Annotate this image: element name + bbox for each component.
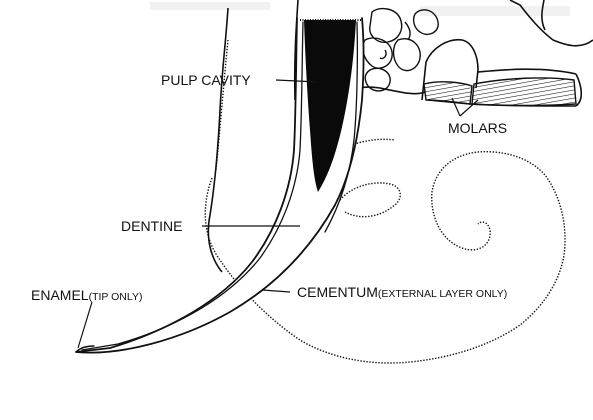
skull-outline: [207, 0, 593, 273]
molar-back: [471, 77, 577, 107]
sinus-cavities: [362, 7, 439, 92]
faint-background-text: [150, 2, 570, 16]
label-cementum-note: (EXTERNAL LAYER ONLY): [378, 288, 507, 300]
cementum-inner-line-right: [324, 21, 359, 233]
label-cementum: CEMENTUM: [297, 284, 378, 300]
label-molars: MOLARS: [448, 120, 507, 136]
leader-pulp-cavity: [275, 79, 319, 83]
pulp-cavity-fill: [304, 20, 356, 192]
label-enamel-note: (TIP ONLY): [89, 291, 143, 303]
label-pulp-cavity: PULP CAVITY: [161, 72, 251, 88]
molar-teeth: [423, 77, 577, 107]
lower-jaw-stippled-outline: [204, 39, 566, 364]
leader-cementum: [261, 289, 291, 293]
leader-lines: [77, 79, 479, 349]
label-dentine: DENTINE: [121, 218, 182, 234]
molar-front: [423, 81, 473, 105]
leader-molars: [451, 97, 479, 117]
cementum-inner-line: [81, 21, 304, 351]
leader-enamel: [77, 301, 93, 349]
label-enamel-group: ENAMEL(TIP ONLY): [31, 287, 142, 303]
label-cementum-group: CEMENTUM(EXTERNAL LAYER ONLY): [297, 284, 507, 300]
enamel-tip: [75, 345, 95, 353]
label-enamel: ENAMEL: [31, 287, 89, 303]
